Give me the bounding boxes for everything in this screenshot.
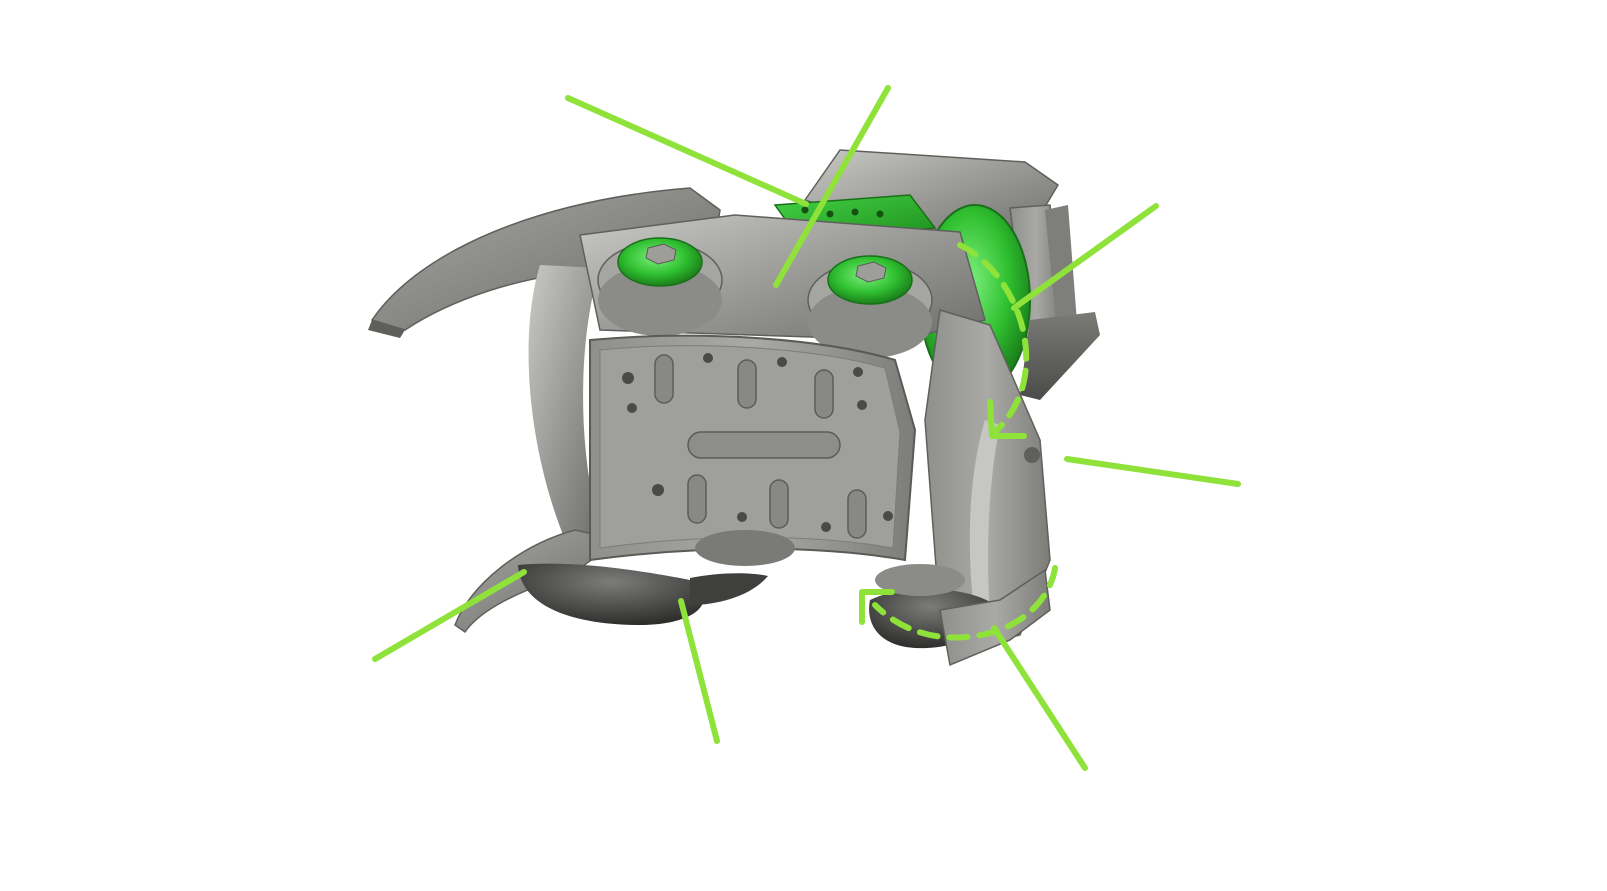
callout-jaw-bottom-left xyxy=(372,569,527,662)
rotation-upper xyxy=(957,242,1030,439)
callout-top-plate xyxy=(565,95,809,207)
curved-dashed-arrow-icon xyxy=(872,565,1058,641)
lower-rotor xyxy=(695,530,1051,667)
callout-motor-right xyxy=(1011,203,1159,311)
callout-side-right xyxy=(1064,456,1241,487)
curved-dashed-arrow-icon xyxy=(957,242,1030,435)
lower-left-jaw xyxy=(454,529,768,634)
callout-lines xyxy=(372,85,1241,771)
front-mount-plate xyxy=(589,334,917,562)
upper-left-jaw xyxy=(368,187,721,540)
rotation-lower xyxy=(859,565,1058,641)
callout-hub-top xyxy=(773,85,891,288)
callout-jaw-bottom-center xyxy=(678,598,720,744)
callout-rotor-bottom-right xyxy=(991,625,1088,771)
